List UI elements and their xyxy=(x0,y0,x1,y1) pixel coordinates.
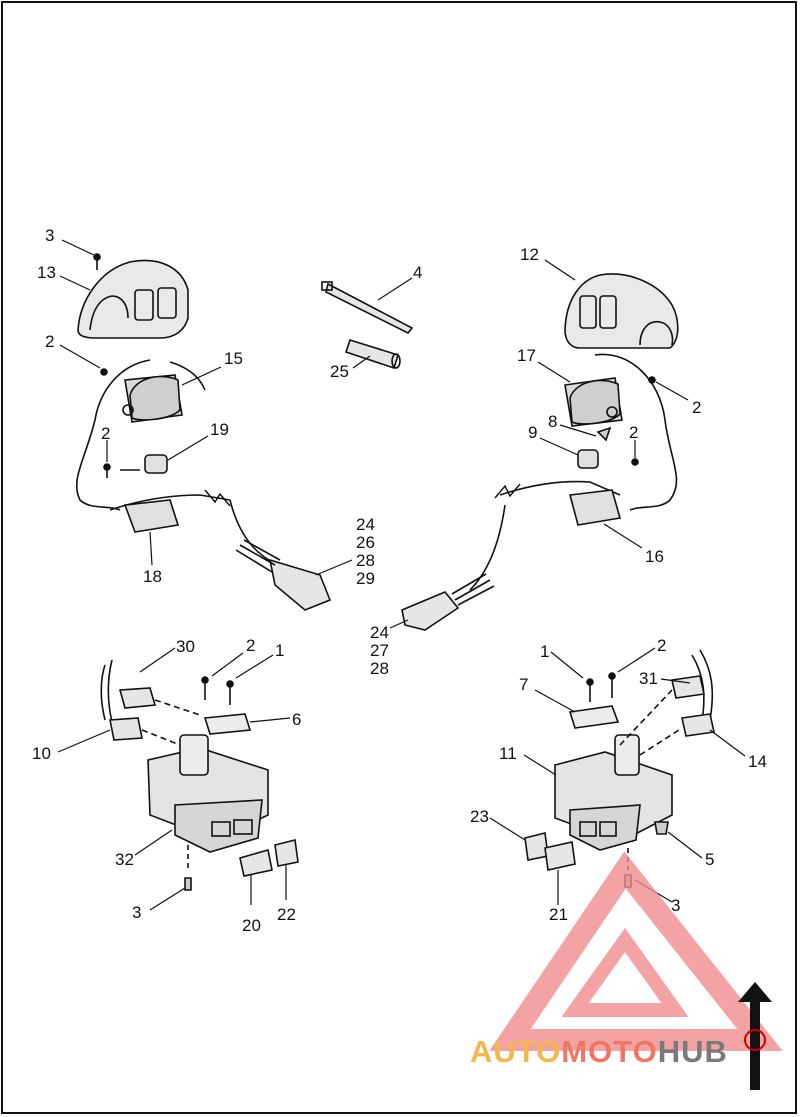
callout-28: 28 xyxy=(370,659,389,678)
cable-strap xyxy=(321,281,414,335)
callout-12: 12 xyxy=(520,245,539,264)
callout-24: 24 xyxy=(370,623,389,642)
callout-stack-right-connector: 24 27 28 xyxy=(370,624,389,678)
watermark-part-hub: HUB xyxy=(657,1034,728,1069)
left-switch-assembly xyxy=(75,359,291,571)
wire-break-marks xyxy=(204,483,521,507)
callout-2: 2 xyxy=(657,636,667,655)
callout-27: 27 xyxy=(370,641,389,660)
left-switch-18 xyxy=(120,454,180,533)
right-upper-switch-cover xyxy=(564,273,679,349)
callout-2: 2 xyxy=(101,424,111,443)
callout-14: 14 xyxy=(748,752,767,771)
right-switch-assembly xyxy=(469,353,678,591)
callout-5: 5 xyxy=(705,850,715,869)
callout-16: 16 xyxy=(645,547,664,566)
right-switch-16 xyxy=(568,489,622,526)
callout-11: 11 xyxy=(499,744,517,763)
callout-2: 2 xyxy=(692,398,702,417)
watermark-logo-text: AUTOMOTOHUB xyxy=(470,1034,728,1070)
callout-7: 7 xyxy=(519,675,529,694)
callout-stack-left-connector: 24 26 28 29 xyxy=(356,516,375,588)
up-arrow-icon xyxy=(738,982,772,1090)
callout-19: 19 xyxy=(210,420,229,439)
left-upper-switch-cover xyxy=(77,253,189,339)
callout-2: 2 xyxy=(246,636,256,655)
callout-1: 1 xyxy=(275,641,285,660)
callout-31: 31 xyxy=(639,669,658,688)
left-lower-housing xyxy=(100,659,299,891)
callout-28: 28 xyxy=(356,551,375,570)
callout-29: 29 xyxy=(356,569,375,588)
watermark-part-moto: MOTO xyxy=(561,1034,658,1069)
callout-23: 23 xyxy=(470,807,489,826)
callout-13: 13 xyxy=(37,263,56,282)
callout-32: 32 xyxy=(115,850,134,869)
callout-3: 3 xyxy=(45,226,55,245)
watermark-part-auto: AUTO xyxy=(470,1034,562,1069)
left-connector-harness xyxy=(235,539,332,611)
callout-3: 3 xyxy=(671,896,681,915)
sleeve xyxy=(344,339,401,370)
callout-20: 20 xyxy=(242,916,261,935)
callout-21: 21 xyxy=(549,905,568,924)
callout-1: 1 xyxy=(540,642,550,661)
callout-26: 26 xyxy=(356,533,375,552)
callout-4: 4 xyxy=(413,263,423,282)
callout-9: 9 xyxy=(528,423,538,442)
callout-10: 10 xyxy=(32,744,51,763)
callout-2: 2 xyxy=(45,332,55,351)
automotohub-triangle-logo xyxy=(489,851,783,1051)
callout-22: 22 xyxy=(277,905,296,924)
leader-lines xyxy=(57,239,746,911)
callout-18: 18 xyxy=(143,567,162,586)
callout-30: 30 xyxy=(176,637,195,656)
callout-6: 6 xyxy=(292,710,302,729)
callout-2: 2 xyxy=(629,423,639,442)
callout-25: 25 xyxy=(330,362,349,381)
callout-17: 17 xyxy=(517,346,536,365)
callout-8: 8 xyxy=(548,412,558,431)
callout-3: 3 xyxy=(132,903,142,922)
right-connector-harness xyxy=(401,573,495,631)
callout-24: 24 xyxy=(356,515,375,534)
callout-15: 15 xyxy=(224,349,243,368)
right-lower-housing xyxy=(524,649,715,888)
